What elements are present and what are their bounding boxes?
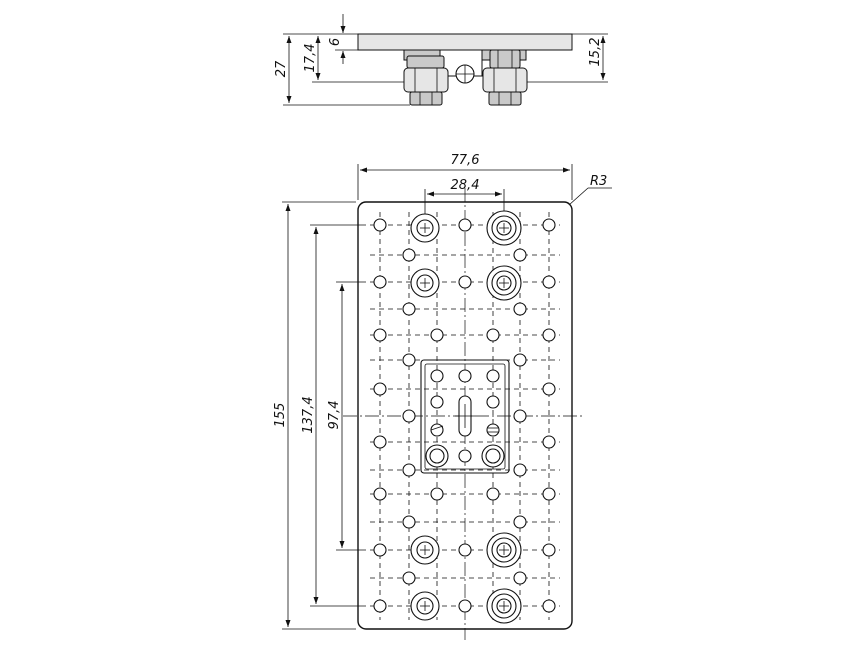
- hole: [542, 599, 556, 613]
- hole: [430, 487, 444, 501]
- plan-view: 77,6 28,4 R3 155 137,4 97,4: [273, 153, 612, 640]
- hole: [458, 599, 472, 613]
- hole: [486, 328, 500, 342]
- hole: [513, 463, 527, 477]
- dim-mid-height: 17,4: [303, 44, 318, 73]
- mounting-holes: [373, 218, 556, 613]
- dim-plate-length: 155: [273, 403, 288, 428]
- counterbore-holes-right: [486, 210, 522, 624]
- side-view-left-roller: [403, 55, 449, 106]
- hole: [402, 302, 416, 316]
- hole: [373, 543, 387, 557]
- dim-plate-thickness: 6: [328, 38, 343, 46]
- hole: [402, 248, 416, 262]
- dim-hole-length: 97,4: [327, 401, 342, 430]
- hole: [542, 328, 556, 342]
- hole: [513, 409, 527, 423]
- hole: [373, 435, 387, 449]
- side-view-plate: [357, 33, 573, 51]
- hole: [513, 571, 527, 585]
- hole: [402, 463, 416, 477]
- hole: [430, 328, 444, 342]
- dim-total-height: 27: [274, 60, 289, 77]
- hole: [458, 275, 472, 289]
- hole: [373, 599, 387, 613]
- hole: [373, 275, 387, 289]
- hole: [402, 409, 416, 423]
- dim-hole-spacing: 28,4: [451, 178, 480, 193]
- hole: [486, 487, 500, 501]
- hole: [513, 353, 527, 367]
- hole: [373, 218, 387, 232]
- dim-right-height: 15,2: [588, 38, 603, 67]
- hole: [542, 435, 556, 449]
- counterbore-holes-left: [410, 213, 440, 621]
- hole: [542, 382, 556, 396]
- hole: [542, 487, 556, 501]
- hole: [542, 218, 556, 232]
- hole: [402, 353, 416, 367]
- hole: [458, 218, 472, 232]
- side-view-right-roller: [482, 49, 528, 106]
- dim-plate-width: 77,6: [451, 153, 480, 168]
- center-insert: [420, 359, 510, 474]
- hole: [542, 275, 556, 289]
- dim-corner-radius: R3: [590, 174, 607, 189]
- hole: [513, 248, 527, 262]
- hole: [513, 515, 527, 529]
- hole: [542, 543, 556, 557]
- hole: [402, 515, 416, 529]
- hole: [373, 487, 387, 501]
- hole: [373, 382, 387, 396]
- hole: [373, 328, 387, 342]
- hole: [402, 571, 416, 585]
- dim-inner-length: 137,4: [301, 396, 316, 433]
- side-view: 27 17,4 6 15,2: [274, 14, 608, 106]
- hole: [513, 302, 527, 316]
- hole: [458, 543, 472, 557]
